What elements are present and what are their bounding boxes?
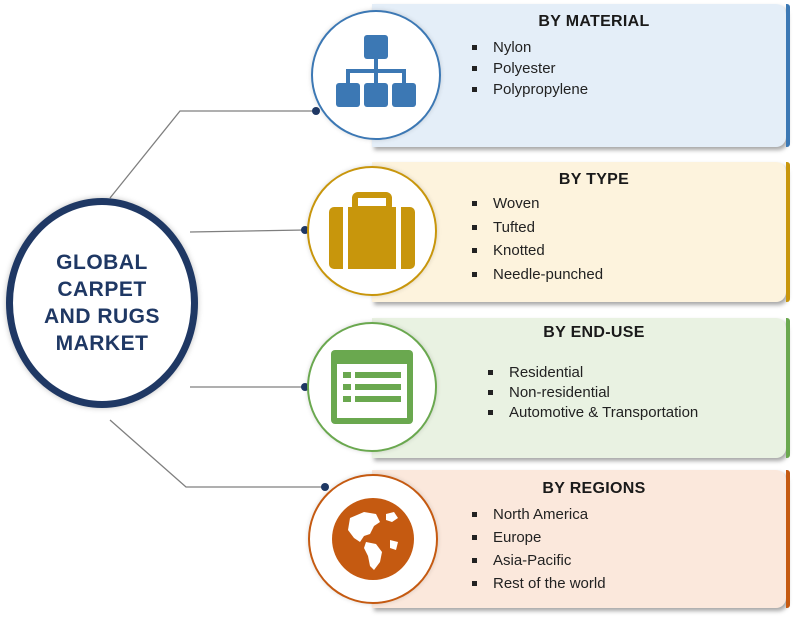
badge-end-use bbox=[307, 322, 437, 452]
list-item: Polyester bbox=[472, 58, 588, 79]
list-item: Rest of the world bbox=[472, 572, 606, 595]
list-item: Non-residential bbox=[488, 382, 698, 402]
list-item: Woven bbox=[472, 192, 603, 216]
list-item: Needle-punched bbox=[472, 263, 603, 287]
segment-items: Residential Non-residential Automotive &… bbox=[488, 362, 698, 422]
sitemap-icon bbox=[336, 35, 416, 107]
segment-panel-material: BY MATERIAL Nylon Polyester Polypropylen… bbox=[372, 4, 790, 147]
connector-material bbox=[109, 110, 316, 199]
hub-title: GLOBAL CARPET AND RUGS MARKET bbox=[43, 251, 160, 355]
segment-items: Nylon Polyester Polypropylene bbox=[472, 37, 588, 100]
panel-accent-bar bbox=[786, 4, 790, 147]
segment-panel-regions: BY REGIONS North America Europe Asia-Pac… bbox=[372, 470, 790, 608]
connector-dot-regions bbox=[321, 483, 329, 491]
segment-panel-end-use: BY END-USE Residential Non-residential A… bbox=[372, 318, 790, 458]
list-item: Europe bbox=[472, 526, 606, 549]
hub-circle: GLOBAL CARPET AND RUGS MARKET bbox=[6, 198, 198, 408]
list-item: Asia-Pacific bbox=[472, 549, 606, 572]
suitcase-icon bbox=[329, 192, 415, 269]
panel-accent-bar bbox=[786, 318, 790, 458]
list-item: Nylon bbox=[472, 37, 588, 58]
list-window-icon bbox=[331, 350, 413, 424]
badge-regions bbox=[308, 474, 438, 604]
panel-accent-bar bbox=[786, 162, 790, 302]
segment-title: BY REGIONS bbox=[542, 480, 646, 497]
connector-type bbox=[189, 229, 306, 233]
list-item: Tufted bbox=[472, 216, 603, 240]
badge-material bbox=[311, 10, 441, 140]
segment-title: BY END-USE bbox=[543, 324, 645, 341]
connector-regions bbox=[109, 419, 325, 488]
list-item: Polypropylene bbox=[472, 79, 588, 100]
list-item: Automotive & Transportation bbox=[488, 402, 698, 422]
segment-panel-type: BY TYPE Woven Tufted Knotted Needle-punc… bbox=[372, 162, 790, 302]
globe-icon bbox=[332, 498, 414, 580]
panel-accent-bar bbox=[786, 470, 790, 608]
list-item: North America bbox=[472, 503, 606, 526]
segment-items: North America Europe Asia-Pacific Rest o… bbox=[472, 503, 606, 595]
list-item: Knotted bbox=[472, 239, 603, 263]
segment-title: BY MATERIAL bbox=[538, 13, 650, 30]
segment-items: Woven Tufted Knotted Needle-punched bbox=[472, 192, 603, 286]
connector-dot-material bbox=[312, 107, 320, 115]
segment-title: BY TYPE bbox=[558, 171, 630, 188]
badge-type bbox=[307, 166, 437, 296]
list-item: Residential bbox=[488, 362, 698, 382]
